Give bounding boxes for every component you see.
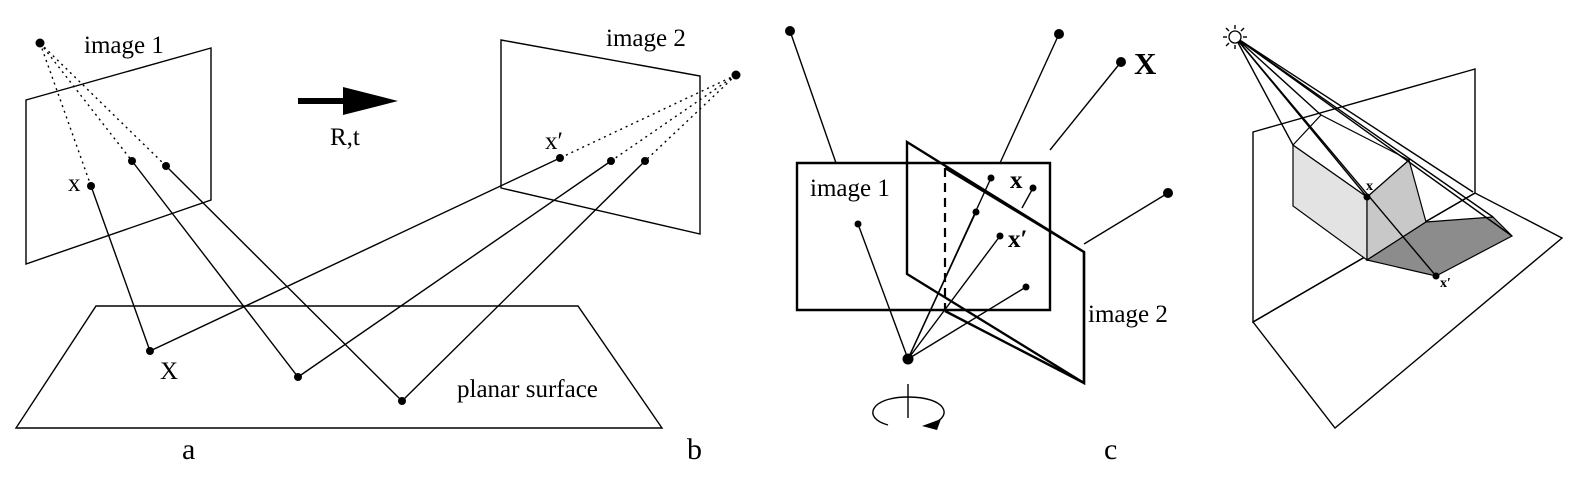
c-camera-center: [902, 353, 914, 365]
d-point-x: [1363, 193, 1371, 201]
c-ray-far-2: [999, 33, 1060, 164]
point-img1-3: [162, 162, 170, 170]
c-ray-5: [907, 286, 1027, 360]
d-ray-4: [1234, 36, 1437, 277]
camera1-center: [35, 38, 45, 48]
c-X-label: X: [1134, 46, 1157, 81]
panel-d: x x′: [1223, 25, 1564, 430]
c-rotation-arrowhead: [922, 419, 941, 430]
c-image1-plane: [795, 161, 1052, 312]
panel-ab: image 1 image 2 x x′ X planar surface R,…: [14, 25, 741, 466]
ray-c1-p3: [39, 42, 167, 167]
image1-plane: [25, 47, 212, 265]
point-img1-2: [128, 157, 136, 165]
d-face-top: [1292, 114, 1411, 198]
surface-label: planar surface: [457, 376, 598, 403]
c-ray-1: [857, 223, 909, 360]
planar-surface: [14, 305, 664, 429]
image2-label: image 2: [606, 25, 686, 52]
ray-c1-p2: [39, 42, 133, 162]
c-rotation-arc: [872, 396, 945, 426]
point-xprime: [556, 154, 564, 162]
camera2-center: [731, 70, 741, 80]
d-xprime-label: x′: [1440, 276, 1451, 291]
c-scene-point-4: [1163, 188, 1173, 198]
c-img2-point-xprime: [996, 232, 1004, 240]
d-ray-2: [1234, 36, 1322, 116]
d-x-label: x: [1366, 179, 1373, 194]
c-image2-plane: [905, 139, 1086, 386]
c-scene-point-X: [1116, 57, 1126, 67]
c-ray-3: [907, 211, 977, 360]
d-ray-1: [1234, 36, 1294, 146]
ray-p2: [131, 160, 612, 378]
point-X: [146, 347, 154, 355]
c-ray-far-4: [1083, 192, 1169, 245]
ray-c2-xp: [559, 74, 737, 159]
c-scene-point-2: [1054, 29, 1064, 39]
motion-arrow-head: [343, 87, 398, 115]
ray-X: [90, 157, 561, 352]
d-ray-7: [1234, 36, 1494, 218]
caption-b: b: [687, 433, 702, 466]
d-ray-5: [1234, 36, 1474, 193]
image1-label: image 1: [84, 32, 164, 59]
motion-label: R,t: [330, 124, 360, 151]
c-image1-label: image 1: [810, 175, 890, 202]
image2-plane: [500, 39, 701, 235]
c-img1-point-3: [972, 208, 980, 216]
c-ray-6: [1021, 187, 1034, 209]
c-xprime-label: x′: [1008, 226, 1028, 253]
c-img2-point-5: [1022, 283, 1030, 291]
d-shadow: [1365, 216, 1514, 277]
point-img2-2: [607, 157, 615, 165]
c-ray-far-3: [1049, 61, 1122, 151]
xprime-label: x′: [545, 128, 563, 155]
ray-c2-p3: [644, 74, 737, 162]
panel-c: image 1 image 2 X x x′ c: [785, 26, 1173, 466]
X-label: X: [160, 358, 178, 385]
sun-icon: [1223, 25, 1247, 49]
c-ray-far-1: [789, 30, 837, 164]
c-img1-point-2: [987, 174, 995, 182]
d-ray-6: [1234, 36, 1513, 237]
point-surface-3: [398, 397, 406, 405]
point-x: [87, 182, 95, 190]
x-label: x: [68, 170, 81, 197]
c-img-point-x: [1029, 184, 1037, 192]
c-image2-label: image 2: [1088, 301, 1168, 328]
point-surface-2: [294, 373, 302, 381]
caption-c: c: [1104, 433, 1117, 466]
ray-c1-x: [39, 42, 92, 187]
c-ray-4: [907, 235, 1001, 360]
point-img2-3: [641, 157, 649, 165]
c-scene-point-1: [785, 26, 795, 36]
c-image2-front-edge: [944, 166, 1086, 385]
c-x-label: x: [1010, 167, 1023, 194]
ray-p3: [165, 160, 646, 402]
d-point-xprime: [1432, 272, 1440, 280]
caption-a: a: [182, 433, 195, 466]
ray-c2-p2: [610, 74, 737, 162]
c-img1-point-1: [854, 220, 862, 228]
